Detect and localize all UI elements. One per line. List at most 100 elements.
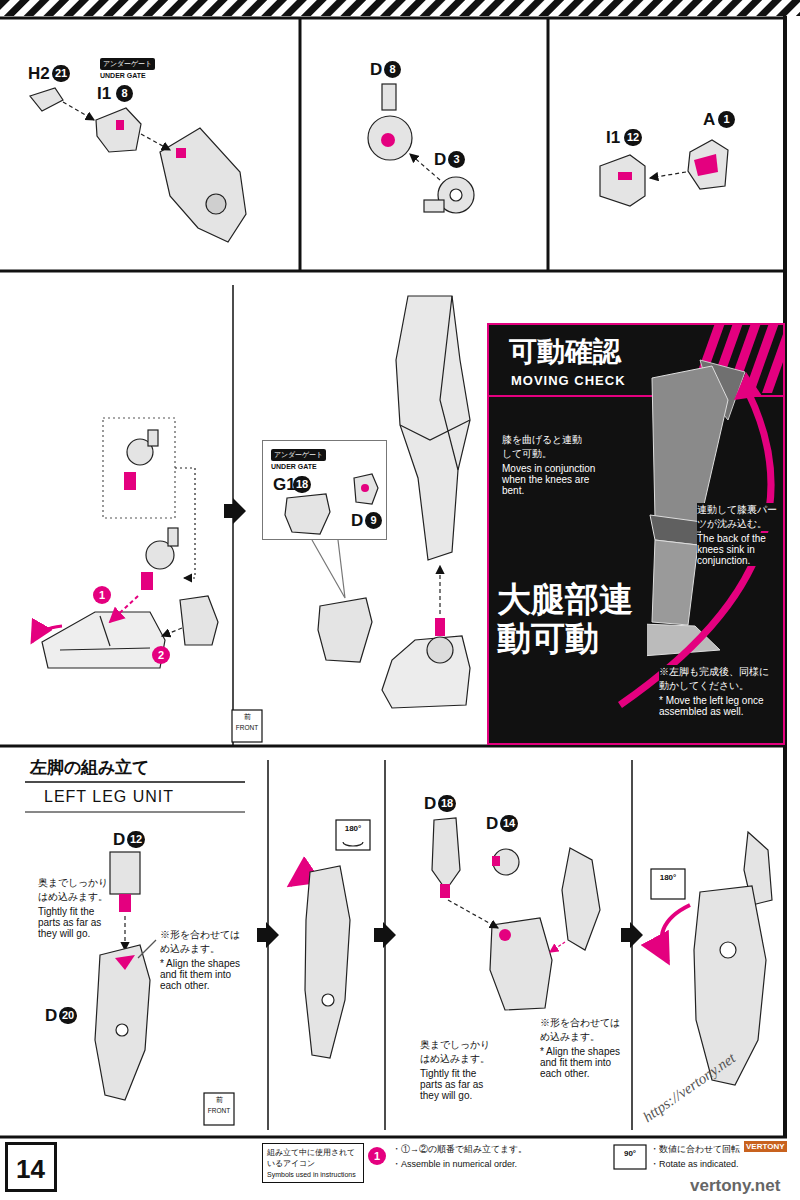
icon-legend-box: 組み立て中に使用されているアイコンSymbols used in instruc… [262, 1143, 364, 1183]
note-text: ※形を合わせてはめ込みます。 [540, 1016, 620, 1044]
part-drawing [312, 540, 345, 598]
part-number: 12 [127, 831, 145, 848]
part-drawing [343, 842, 363, 846]
panel-subheading: MOVING CHECK [511, 373, 626, 388]
part-drawing [305, 866, 350, 1058]
part-drawing [490, 918, 552, 1010]
part-drawing [694, 154, 718, 176]
watermark: vertony.net [690, 1176, 780, 1196]
page-number: 14 [16, 1154, 45, 1185]
page-frame [547, 18, 550, 270]
part-drawing [124, 472, 136, 490]
page-frame [0, 0, 800, 16]
moving-check-panel [487, 323, 785, 745]
page-frame [25, 781, 245, 783]
panel-note: * Move the left leg once assembled as we… [659, 695, 777, 717]
part-drawing [650, 172, 686, 178]
part-drawing [180, 596, 218, 645]
part-number: 20 [59, 1007, 77, 1024]
part-drawing [138, 940, 156, 958]
part-letter: D [370, 60, 382, 80]
rotation-text: 90° [616, 1149, 644, 1158]
note-text: * Align the shapes and fit them into eac… [540, 1046, 624, 1079]
panel-note: 膝を曲げると連動して可動。 [502, 433, 590, 461]
part-drawing [160, 128, 246, 242]
page-frame [25, 812, 245, 813]
part-drawing [381, 133, 395, 147]
rotation-text: 180° [653, 873, 683, 882]
part-letter: I1 [606, 128, 620, 148]
part-drawing [30, 84, 772, 1169]
step-arrow [224, 498, 246, 524]
part-drawing [336, 820, 370, 850]
part-drawing [318, 598, 372, 662]
step-number: 2 [152, 646, 170, 664]
under-gate-text: UNDER GATE [271, 463, 317, 470]
part-number: 8 [384, 61, 401, 78]
part-drawing [232, 710, 262, 742]
part-drawing [116, 1024, 128, 1036]
page-frame [0, 17, 787, 20]
part-drawing [448, 900, 498, 928]
page-frame [0, 270, 787, 273]
front-icon-text: FRONT [206, 1107, 232, 1114]
part-drawing [322, 994, 334, 1006]
part-drawing [95, 945, 150, 1100]
part-drawing [63, 102, 94, 120]
panel-note: 連動して膝裏パーツが沈み込む。 [697, 503, 777, 531]
part-drawing [424, 200, 444, 212]
part-drawing [42, 612, 165, 668]
part-letter: D [424, 794, 436, 814]
step-arrow [374, 922, 396, 948]
note-text: 奥までしっかりはめ込みます。 [38, 876, 108, 904]
moving-check-panel: 可動確認MOVING CHECK膝を曲げると連動して可動。Moves in co… [487, 323, 785, 745]
page-frame [0, 0, 800, 16]
part-drawing [662, 905, 690, 962]
moving-check-panel [652, 366, 728, 522]
part-letter: D [351, 511, 363, 531]
part-letter: D [45, 1006, 57, 1026]
part-drawing [600, 155, 645, 206]
note-text: 奥までしっかりはめ込みます。 [420, 1038, 494, 1066]
part-drawing [382, 636, 470, 708]
step-arrow [257, 922, 279, 948]
part-number: 1 [718, 111, 735, 128]
panel-note: ※左脚も完成後、同様に動かしてください。 [659, 665, 777, 693]
part-drawing [175, 468, 195, 578]
moving-check-panel [734, 372, 762, 400]
part-drawing [427, 637, 453, 663]
panel-note: The back of the knees sink in conjunctio… [697, 533, 777, 566]
moving-check-panel [652, 540, 698, 625]
part-number: 21 [52, 65, 70, 82]
watermark-badge: VERTONY [744, 1141, 787, 1152]
part-drawing [382, 84, 396, 110]
part-drawing [492, 856, 500, 866]
part-drawing [651, 869, 685, 899]
part-drawing [499, 929, 511, 941]
front-icon-text: 前 [234, 713, 260, 722]
symbol-note: ・Assemble in numerical order. [392, 1158, 517, 1171]
under-gate-tag: アンダーゲート [271, 449, 326, 461]
page-frame [0, 1136, 787, 1139]
part-drawing [30, 88, 63, 111]
watermark: https://vertony.net [640, 1050, 739, 1126]
part-drawing [141, 572, 153, 590]
front-icon-text: 前 [206, 1096, 232, 1105]
moving-check-panel [762, 323, 785, 393]
part-drawing [124, 916, 125, 950]
part-drawing [618, 172, 632, 180]
step-arrow [621, 922, 643, 948]
part-drawing [103, 418, 175, 518]
part-drawing [115, 955, 135, 970]
part-number: 8 [116, 85, 133, 102]
part-letter: D [486, 814, 498, 834]
front-icon-text: FRONT [234, 724, 260, 731]
part-drawing [439, 566, 440, 614]
part-drawing [204, 1093, 234, 1125]
part-drawing [285, 494, 330, 534]
page-number-box: 14 [5, 1142, 57, 1192]
part-drawing [720, 942, 736, 958]
part-drawing [96, 108, 141, 152]
